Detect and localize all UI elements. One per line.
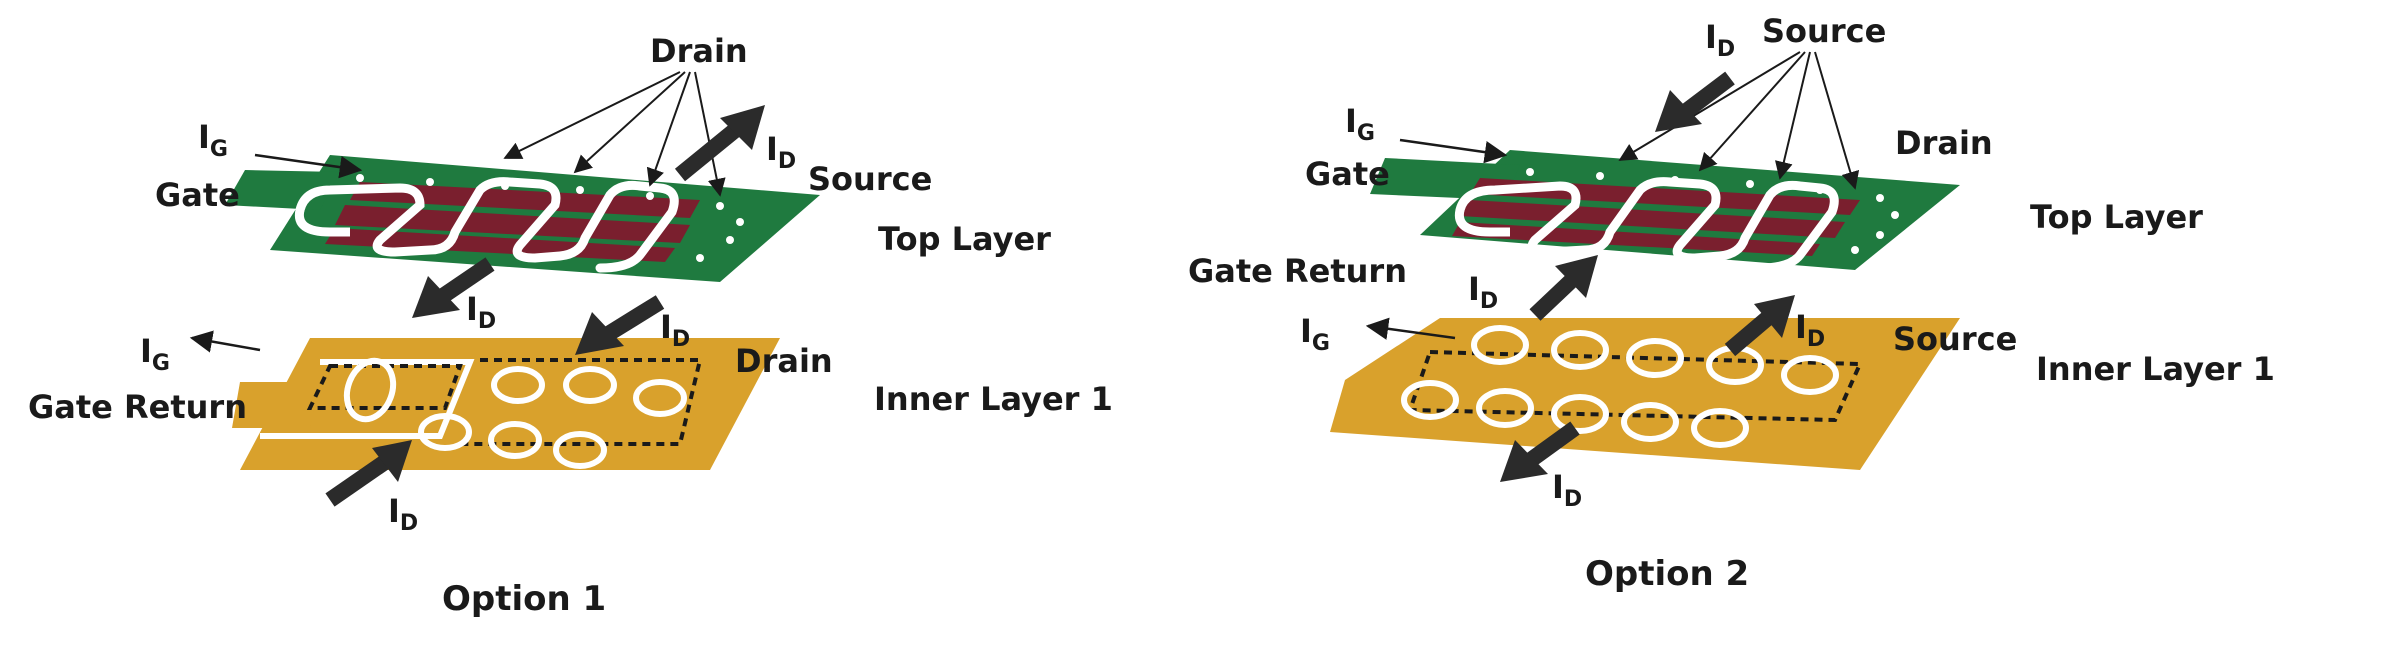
option1-ig-inner: IG — [140, 332, 170, 376]
option2-source-inner-label: Source — [1893, 320, 2017, 358]
option1-id-out-arrow — [674, 105, 765, 182]
option2-source-pointers — [1618, 51, 1860, 190]
option1-ig-inner-arrow — [189, 330, 261, 353]
option2-id-mid-right: ID — [1795, 308, 1825, 352]
option1-id-mid-left-arrow — [412, 257, 495, 318]
option2-top-layer-label: Top Layer — [2030, 198, 2203, 236]
option1-id-bottom: ID — [388, 492, 418, 536]
option1-caption: Option 1 — [442, 579, 606, 619]
option2-inner-pads — [1401, 325, 1839, 448]
option2-id-bottom-arrow — [1500, 421, 1580, 482]
option1-inner-layer — [232, 338, 780, 470]
option2-source-top-label: Source — [1762, 12, 1886, 50]
option1-figure: Drain IG Gate ID Source Top Layer ID — [28, 32, 1113, 619]
option2-id-mid-left-arrow — [1529, 255, 1598, 321]
option2-gate-label: Gate — [1305, 155, 1390, 193]
option1-top-layer — [225, 155, 820, 282]
option1-id-out: ID — [766, 130, 796, 174]
option1-top-layer-label: Top Layer — [878, 220, 1051, 258]
option1-drain-inner-label: Drain — [735, 342, 833, 380]
option2-gate-return-label: Gate Return — [1188, 252, 1407, 290]
option1-id-bottom-arrow — [325, 440, 412, 507]
option2-top-layer — [1370, 150, 1960, 273]
option1-ig-top: IG — [198, 118, 228, 162]
option1-id-mid-right: ID — [660, 308, 690, 352]
option2-ig-inner: IG — [1300, 312, 1330, 356]
option2-id-mid-right-arrow — [1724, 295, 1795, 357]
option1-inner-layer-label: Inner Layer 1 — [874, 380, 1113, 418]
option2-ig-inner-arrow — [1365, 317, 1456, 340]
option2-ig-top-arrow — [1399, 138, 1508, 164]
option2-inner-layer — [1330, 318, 1960, 470]
option2-figure: Source ID IG Gate Drain Top Layer Gate R… — [1188, 12, 2275, 594]
option1-source-label: Source — [808, 160, 932, 198]
option2-id-top: ID — [1705, 18, 1735, 62]
option1-gate-label: Gate — [155, 176, 240, 214]
option1-id-mid-left: ID — [466, 290, 496, 334]
option1-inner-pads — [343, 357, 687, 469]
option2-inner-layer-label: Inner Layer 1 — [2036, 350, 2275, 388]
option1-drain-pointers — [503, 71, 726, 197]
option2-ig-top: IG — [1345, 102, 1375, 146]
option1-drain-top-label: Drain — [650, 32, 748, 70]
option2-id-top-arrow — [1655, 71, 1735, 132]
option1-gate-return-label: Gate Return — [28, 388, 247, 426]
option2-caption: Option 2 — [1585, 554, 1749, 594]
option2-id-mid-left: ID — [1468, 270, 1498, 314]
option1-id-mid-right-arrow — [575, 295, 665, 355]
option2-drain-label: Drain — [1895, 124, 1993, 162]
option2-id-bottom: ID — [1552, 468, 1582, 512]
option1-serpentine-trace — [295, 177, 679, 273]
option1-ig-top-arrow — [254, 153, 363, 179]
